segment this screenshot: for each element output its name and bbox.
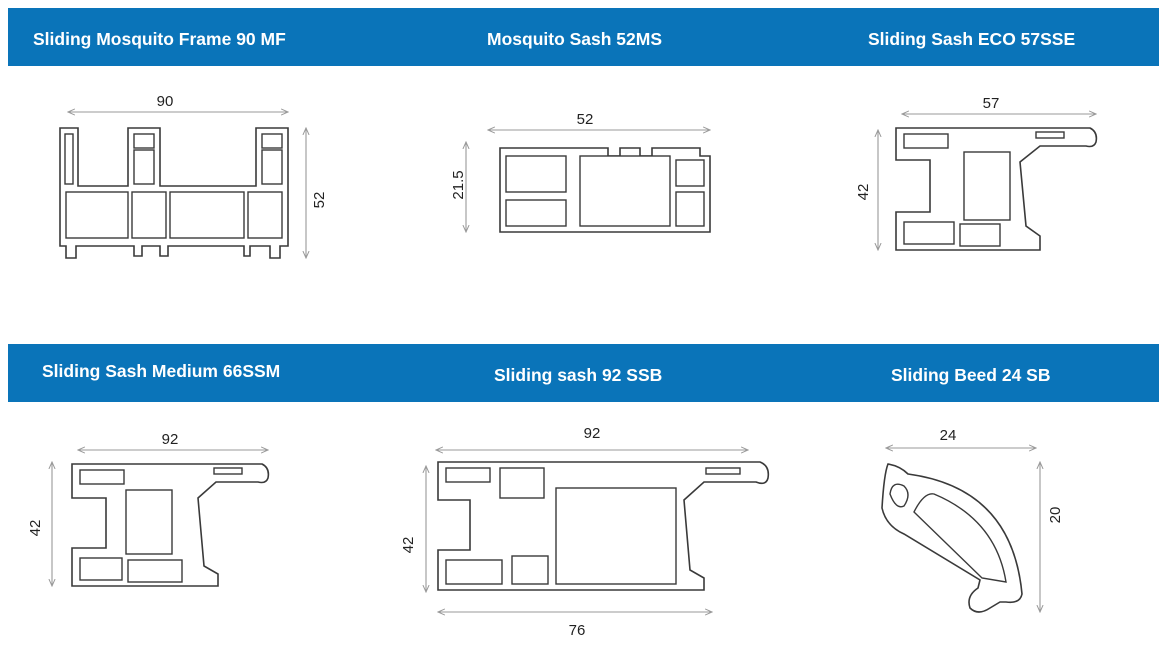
profile-mosquito-frame: 90 52 <box>59 93 328 259</box>
width-dimension-label: 24 <box>940 427 957 444</box>
profile-sash-92: 92 42 76 <box>400 425 770 639</box>
height-dimension-label: 20 <box>1047 507 1064 524</box>
panel-title-beed: Sliding Beed 24 SB <box>891 365 1051 385</box>
profile-beed: 24 20 <box>881 427 1064 613</box>
height-dimension-label: 42 <box>27 520 44 537</box>
width-dimension-label: 52 <box>577 111 594 128</box>
panel-title-sash-medium: Sliding Sash Medium 66SSM <box>42 361 281 381</box>
panel-title-mosquito-sash: Mosquito Sash 52MS <box>487 29 663 49</box>
header-band-bottom <box>8 344 1159 402</box>
width-dimension-label: 92 <box>584 425 601 442</box>
height-dimension-label: 42 <box>400 537 417 554</box>
width-dimension-label: 57 <box>983 95 1000 112</box>
width-dimension-label: 92 <box>162 431 179 448</box>
height-dimension-label: 21.5 <box>450 170 467 199</box>
profile-sash-eco: 57 42 <box>855 95 1098 251</box>
height-dimension-label: 52 <box>311 192 328 209</box>
panel-title-sash-eco: Sliding Sash ECO 57SSE <box>868 29 1076 49</box>
header-band-top <box>8 8 1159 66</box>
panel-title-mosquito-frame: Sliding Mosquito Frame 90 MF <box>33 29 286 49</box>
profile-sash-medium: 92 42 <box>27 431 270 587</box>
height-dimension-label: 42 <box>855 184 872 201</box>
panel-title-sash-92: Sliding sash 92 SSB <box>494 365 663 385</box>
profile-mosquito-sash: 52 21.5 <box>450 111 711 233</box>
bottom-dimension-label: 76 <box>569 622 586 639</box>
width-dimension-label: 90 <box>157 93 174 110</box>
